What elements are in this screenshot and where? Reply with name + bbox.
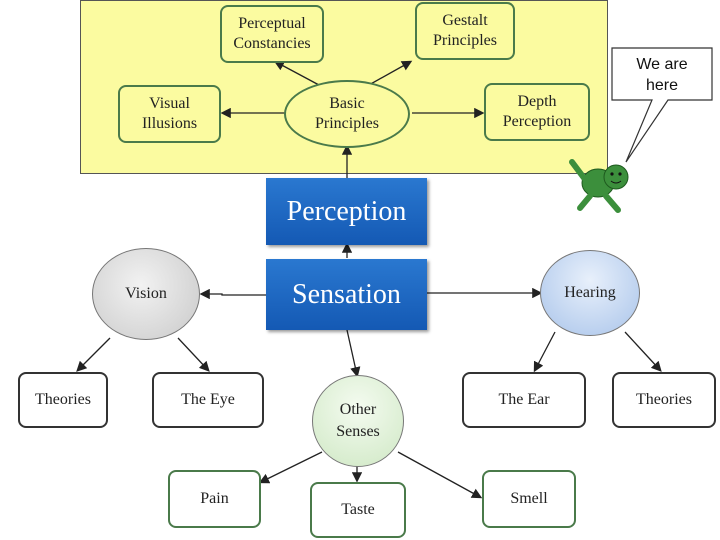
turtle-icon: [569, 159, 629, 213]
theories-vision-label: Theories: [35, 391, 91, 408]
theories-hearing-label: Theories: [636, 391, 692, 408]
the-ear-label: The Ear: [498, 391, 550, 408]
edge-other-pain: [258, 451, 323, 484]
hearing-node[interactable]: Hearing: [540, 250, 640, 336]
hearing-label: Hearing: [564, 284, 616, 301]
perceptual-constancies-node[interactable]: Perceptual Constancies: [220, 5, 324, 63]
perceptual-constancies-label: Perceptual Constancies: [233, 15, 311, 52]
edge-vision-eye: [177, 337, 210, 372]
sensation-label: Sensation: [292, 278, 401, 310]
the-eye-node[interactable]: The Eye: [152, 372, 264, 428]
other-senses-node[interactable]: Other Senses: [312, 375, 404, 467]
pain-node[interactable]: Pain: [168, 470, 261, 528]
vision-label: Vision: [125, 285, 167, 302]
the-eye-label: The Eye: [181, 391, 235, 408]
theories-vision-node[interactable]: Theories: [18, 372, 108, 428]
edge-vision-theories: [76, 337, 111, 372]
pain-label: Pain: [200, 490, 229, 507]
the-ear-node[interactable]: The Ear: [462, 372, 586, 428]
gestalt-principles-node[interactable]: Gestalt Principles: [415, 2, 515, 60]
smell-node[interactable]: Smell: [482, 470, 576, 528]
basic-principles-label: Basic Principles: [315, 95, 379, 132]
vision-node[interactable]: Vision: [92, 248, 200, 340]
taste-label: Taste: [341, 501, 375, 518]
smell-label: Smell: [510, 490, 548, 507]
basic-principles-node[interactable]: Basic Principles: [284, 80, 410, 148]
depth-perception-node[interactable]: Depth Perception: [484, 83, 590, 141]
other-senses-label: Other Senses: [336, 401, 380, 440]
taste-node[interactable]: Taste: [310, 482, 406, 538]
edge-sensation-other: [346, 329, 361, 378]
we-are-here-callout: We are here: [612, 54, 712, 96]
gestalt-principles-label: Gestalt Principles: [433, 12, 497, 49]
visual-illusions-label: Visual Illusions: [141, 95, 198, 132]
speech-bubble: [611, 47, 713, 163]
theories-hearing-node[interactable]: Theories: [612, 372, 716, 428]
edge-other-smell: [397, 451, 483, 499]
visual-illusions-node[interactable]: Visual Illusions: [118, 85, 221, 143]
edge-hearing-ear: [533, 331, 556, 373]
edge-sensation-vision: [199, 288, 266, 300]
perception-label: Perception: [286, 195, 407, 227]
sensation-node[interactable]: Sensation: [266, 259, 427, 330]
callout-text: We are here: [636, 56, 688, 94]
perception-node[interactable]: Perception: [266, 178, 427, 245]
edge-hearing-theories: [624, 331, 662, 372]
depth-perception-label: Depth Perception: [502, 93, 572, 130]
